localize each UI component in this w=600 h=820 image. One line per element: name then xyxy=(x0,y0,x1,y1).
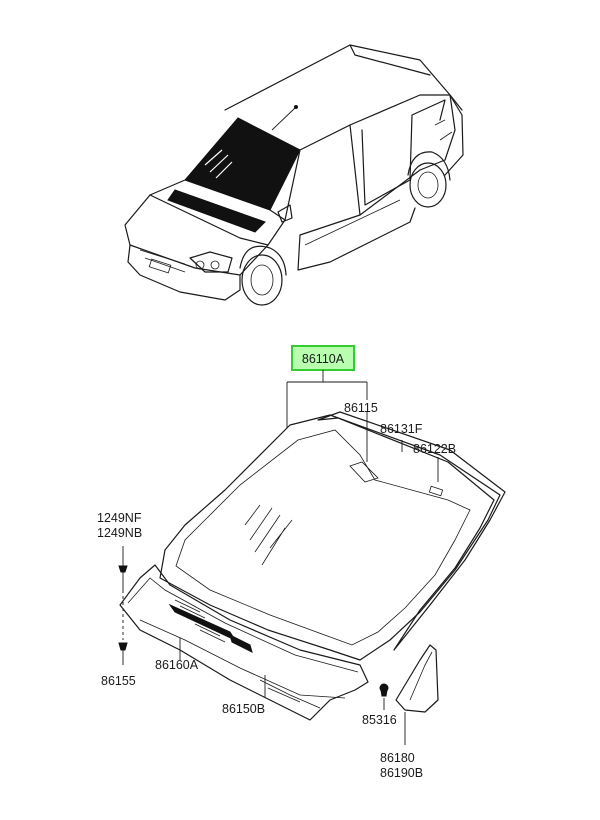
pillar-trim-86180[interactable] xyxy=(395,644,439,713)
label-86190b[interactable]: 86190B xyxy=(380,766,423,780)
windshield-highlight xyxy=(184,117,301,211)
screw-1249nf[interactable] xyxy=(118,565,128,590)
label-1249nb[interactable]: 1249NB xyxy=(97,526,142,540)
label-86110a[interactable]: 86110A xyxy=(302,352,345,366)
windshield-glass[interactable] xyxy=(159,414,501,661)
cowl-highlight xyxy=(167,189,266,233)
label-85316[interactable]: 85316 xyxy=(362,713,397,727)
label-86131f[interactable]: 86131F xyxy=(380,422,423,436)
label-1249nf[interactable]: 1249NF xyxy=(97,511,142,525)
cowl-panel[interactable] xyxy=(119,564,369,721)
label-86160a[interactable]: 86160A xyxy=(155,658,199,672)
label-86115[interactable]: 86115 xyxy=(344,401,378,415)
moulding-86131f[interactable] xyxy=(317,411,506,651)
label-86150b[interactable]: 86150B xyxy=(222,702,265,716)
clip-86155[interactable] xyxy=(118,642,128,651)
label-86155[interactable]: 86155 xyxy=(101,674,136,688)
car-illustration xyxy=(124,44,464,306)
label-86180[interactable]: 86180 xyxy=(380,751,415,765)
clip-85316[interactable] xyxy=(379,683,389,697)
label-86122b[interactable]: 86122B xyxy=(413,442,456,456)
